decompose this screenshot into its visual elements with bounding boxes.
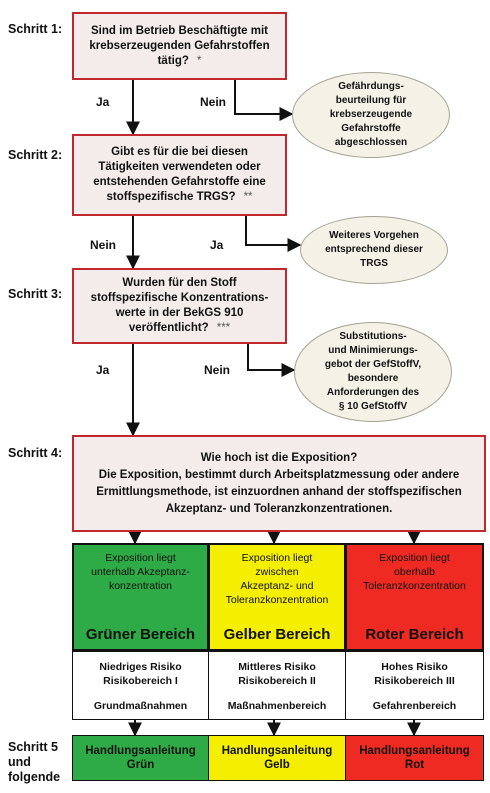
- ellipse-3: Substitutions- und Minimierungs- gebot d…: [294, 322, 452, 422]
- e2-line3: TRGS: [360, 258, 388, 269]
- step-1-label: Schritt 1:: [8, 22, 63, 36]
- q3-line2: stoffspezifische Konzentrations-: [90, 292, 269, 304]
- q1-line2: krebserzeugenden Gefahrstoffen: [89, 39, 270, 52]
- e2-line1: Weiteres Vorgehen: [329, 230, 419, 241]
- e2-line2: entsprechend dieser: [325, 244, 423, 255]
- e1-line3: krebserzeugende: [329, 109, 413, 120]
- zone-yellow-name: Gelber Bereich: [223, 626, 331, 643]
- ellipse-1: Gefährdungs- beurteilung für krebserzeug…: [292, 72, 450, 158]
- guide-yellow-line1: Handlungsanleitung: [221, 745, 333, 757]
- guide-yellow: Handlungsanleitung Gelb: [208, 735, 346, 781]
- q1-asterisk: *: [196, 54, 202, 67]
- q2-asterisk: **: [243, 191, 253, 203]
- arrow-q1-to-e1: [234, 80, 294, 121]
- step-5-line1: Schritt 5: [8, 740, 59, 754]
- guide-red: Handlungsanleitung Rot: [345, 735, 484, 781]
- e3-line3: gebot der GefStoffV,: [324, 359, 422, 370]
- e1-line5: abgeschlossen: [334, 137, 408, 148]
- risk-mid-range: Risikobereich II: [238, 675, 316, 687]
- risk-low-measure: Grundmaßnahmen: [93, 700, 188, 712]
- question-2-box: Gibt es für die bei diesen Tätigkeiten v…: [72, 134, 287, 216]
- guide-green-line2: Grün: [126, 759, 155, 771]
- q2-line3: entstehenden Gefahrstoffe eine: [93, 176, 266, 188]
- branch-ja-3: Ja: [96, 363, 110, 377]
- risk-high-title: Hohes Risiko: [381, 661, 448, 673]
- q4-line2: Die Exposition, bestimmt durch Arbeitspl…: [98, 468, 460, 481]
- risk-mid-title: Mittleres Risiko: [238, 661, 316, 673]
- branch-nein-2: Nein: [90, 238, 117, 252]
- e3-line6: § 10 GefStoffV: [338, 401, 408, 412]
- step-5-line3: folgende: [8, 770, 61, 784]
- risk-high: Hohes Risiko Risikobereich III Gefahrenb…: [345, 651, 484, 720]
- step-5-line2: und: [8, 755, 31, 769]
- risk-low: Niedriges Risiko Risikobereich I Grundma…: [72, 651, 209, 720]
- guide-green: Handlungsanleitung Grün: [72, 735, 209, 781]
- arrow-q2-to-e2: [245, 216, 302, 252]
- e1-line4: Gefahrstoffe: [341, 123, 401, 134]
- ellipse-2: Weiteres Vorgehen entsprechend dieser TR…: [300, 216, 448, 284]
- step-5-label: Schritt 5 und folgende: [8, 740, 60, 785]
- guide-red-line1: Handlungsanleitung: [359, 745, 470, 757]
- branch-nein-3: Nein: [204, 363, 231, 377]
- zone-red: Exposition liegt oberhalb Toleranzkonzen…: [345, 543, 484, 651]
- q4-line4: Akzeptanz- und Toleranzkonzentrationen.: [165, 502, 393, 515]
- q2-line4: stoffspezifische TRGS?**: [106, 191, 253, 203]
- step-4-label: Schritt 4:: [8, 446, 63, 460]
- e3-line5: Anforderungen des: [326, 387, 420, 398]
- e3-line4: besondere: [347, 373, 399, 384]
- step-2-label: Schritt 2:: [8, 148, 63, 162]
- question-4-box: Wie hoch ist die Exposition? Die Exposit…: [72, 435, 486, 532]
- question-1-box: Sind im Betrieb Beschäftigte mit krebser…: [72, 12, 287, 80]
- step-3-label: Schritt 3:: [8, 287, 63, 301]
- q4-line3: Ermittlungsmethode, ist einzuordnen anha…: [96, 485, 462, 498]
- question-3-box: Wurden für den Stoff stoffspezifische Ko…: [72, 268, 287, 344]
- zone-green-desc: Exposition liegt unterhalb Akzeptanz- ko…: [91, 552, 190, 592]
- q3-line1: Wurden für den Stoff: [122, 277, 237, 289]
- guide-red-line2: Rot: [404, 759, 425, 771]
- e3-line2: und Minimierungs-: [328, 345, 418, 356]
- risk-low-title: Niedriges Risiko: [99, 661, 182, 673]
- branch-nein-1: Nein: [200, 95, 227, 109]
- risk-low-range: Risikobereich I: [103, 675, 178, 687]
- q3-asterisk: ***: [216, 322, 231, 334]
- zone-green-name: Grüner Bereich: [85, 626, 196, 643]
- zone-red-desc: Exposition liegt oberhalb Toleranzkonzen…: [363, 552, 466, 592]
- risk-mid-measure: Maßnahmenbereich: [227, 700, 327, 712]
- risk-high-measure: Gefahrenbereich: [372, 700, 457, 712]
- risk-high-range: Risikobereich III: [374, 675, 455, 687]
- risk-mid: Mittleres Risiko Risikobereich II Maßnah…: [208, 651, 346, 720]
- e1-line2: beurteilung für: [335, 95, 407, 106]
- q1-line1: Sind im Betrieb Beschäftigte mit: [90, 24, 268, 37]
- q2-line1: Gibt es für die bei diesen: [111, 146, 248, 158]
- branch-ja-1: Ja: [96, 95, 110, 109]
- e1-line1: Gefährdungs-: [338, 81, 404, 92]
- q2-line2: Tätigkeiten verwendeten oder: [98, 161, 261, 173]
- guide-yellow-line2: Gelb: [264, 759, 290, 771]
- q1-line3: tätig?*: [157, 54, 202, 67]
- zone-green: Exposition liegt unterhalb Akzeptanz- ko…: [72, 543, 209, 651]
- zone-yellow: Exposition liegt zwischen Akzeptanz- und…: [208, 543, 346, 651]
- q4-line1: Wie hoch ist die Exposition?: [200, 451, 358, 464]
- q3-line4: veröffentlicht?***: [128, 322, 231, 334]
- q3-line3: werte in der BekGS 910: [115, 307, 244, 319]
- guide-green-line1: Handlungsanleitung: [85, 745, 196, 757]
- zone-yellow-desc: Exposition liegt zwischen Akzeptanz- und…: [225, 552, 329, 606]
- zone-red-name: Roter Bereich: [365, 626, 464, 643]
- arrow-q3-to-e3: [247, 344, 296, 377]
- branch-ja-2: Ja: [210, 238, 224, 252]
- e3-line1: Substitutions-: [339, 331, 407, 342]
